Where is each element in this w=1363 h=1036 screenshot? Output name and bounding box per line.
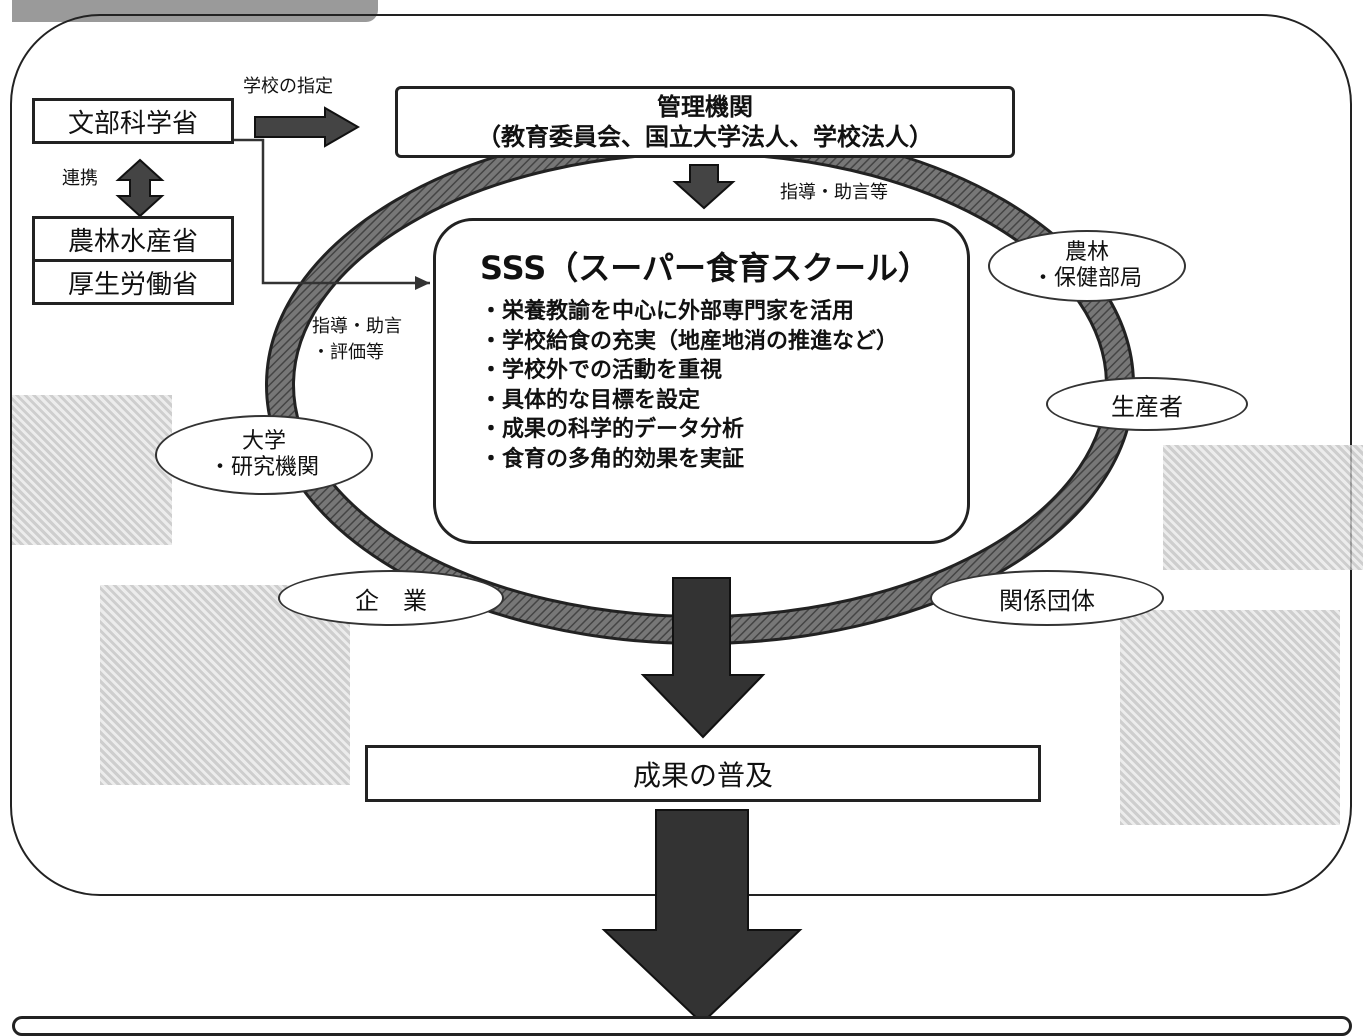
outcome-down-arrow	[640, 577, 766, 739]
field-photo	[1163, 445, 1363, 570]
cooking-illustration	[1120, 610, 1340, 825]
university-line2: ・研究機関	[208, 455, 319, 480]
guidance-down-arrow	[672, 164, 736, 210]
companies-oval: 企 業	[278, 570, 504, 626]
management-box: 管理機関 （教育委員会、国立大学法人、学校法人）	[395, 86, 1015, 158]
mhlw-label: 厚生労働省	[67, 269, 198, 300]
meeting-illustration	[100, 585, 350, 785]
guidance-left-label-1: 指導・助言	[312, 316, 402, 337]
bottom-box-edge	[12, 1016, 1352, 1036]
management-subtitle: （教育委員会、国立大学法人、学校法人）	[477, 123, 933, 151]
sss-item: ・学校外での活動を重視	[480, 358, 723, 383]
university-line1: 大学	[241, 429, 286, 454]
sss-item: ・食育の多角的効果を実証	[480, 446, 745, 472]
sss-item: ・具体的な目標を設定	[480, 387, 701, 413]
maff-box: 農林水産省	[32, 216, 234, 262]
link-double-arrow	[115, 158, 165, 218]
title-tab	[12, 0, 378, 22]
agri-health-line1: 農林	[1064, 240, 1109, 265]
mext-box: 文部科学省	[32, 98, 234, 144]
mhlw-box: 厚生労働省	[32, 259, 234, 305]
companies-label: 企 業	[355, 586, 427, 615]
organizations-label: 関係団体	[999, 586, 1095, 615]
management-title: 管理機関	[657, 93, 753, 121]
producers-label: 生産者	[1111, 392, 1183, 421]
sss-item: ・栄養教諭を中心に外部専門家を活用	[480, 299, 855, 324]
link-label: 連携	[62, 168, 98, 189]
school-photo	[12, 395, 172, 545]
sss-title: SSS（スーパー食育スクール）	[480, 249, 930, 287]
outcome-box: 成果の普及	[365, 745, 1041, 802]
designation-label: 学校の指定	[243, 76, 333, 97]
guidance-left-label-2: ・評価等	[312, 342, 384, 363]
designation-arrow	[254, 106, 361, 148]
outcome-label: 成果の普及	[632, 758, 773, 792]
guidance-top-label: 指導・助言等	[780, 182, 888, 203]
agri-health-line2: ・保健部局	[1031, 266, 1142, 291]
sss-box: SSS（スーパー食育スクール） ・栄養教諭を中心に外部専門家を活用 ・学校給食の…	[433, 218, 970, 544]
maff-label: 農林水産省	[67, 226, 198, 257]
agri-health-oval: 農林 ・保健部局	[988, 230, 1186, 302]
sss-item: ・学校給食の充実（地産地消の推進など）	[480, 328, 899, 354]
university-oval: 大学 ・研究機関	[155, 415, 373, 495]
producers-oval: 生産者	[1046, 377, 1248, 431]
mext-connector-line	[230, 138, 430, 285]
spread-down-arrow	[601, 809, 803, 1023]
mext-label: 文部科学省	[67, 108, 198, 139]
sss-item: ・成果の科学的データ分析	[480, 417, 745, 442]
sss-item-list: ・栄養教諭を中心に外部専門家を活用 ・学校給食の充実（地産地消の推進など） ・学…	[480, 297, 941, 474]
organizations-oval: 関係団体	[930, 570, 1164, 626]
